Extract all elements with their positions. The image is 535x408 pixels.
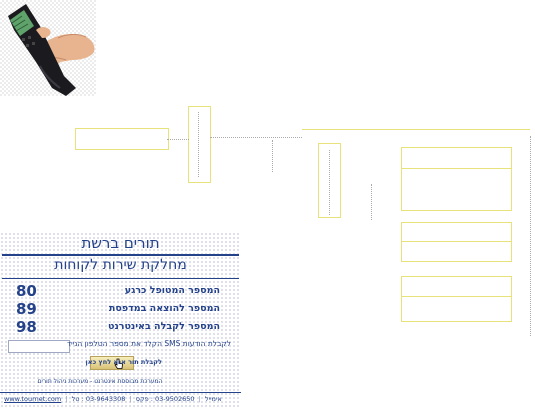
widget-title: תורים ברשת <box>81 234 160 252</box>
widget-footer: www.tournet.com | אימייל | 03-9502650 : … <box>4 395 222 403</box>
queue-label: המספר להוצאה במדפסת <box>108 303 220 314</box>
queue-label: המספר המטופל כרגע <box>124 285 220 296</box>
guide-line <box>329 150 330 215</box>
queue-label: המספר לקבלה באינטרנט <box>108 321 220 332</box>
placeholder-box <box>401 222 512 262</box>
subtitle-divider <box>2 278 239 279</box>
placeholder-box <box>75 128 169 150</box>
get-number-hint: לקבלת תור אנא לחץ כאן <box>85 358 162 366</box>
hand-holding-phone-image <box>8 4 95 96</box>
placeholder-box <box>401 276 512 322</box>
placeholder-column <box>188 106 211 183</box>
guide-line <box>371 184 372 220</box>
queue-row-internet: 98 המספר לקבלה באינטרנט <box>8 318 230 336</box>
sms-prompt: לקבלת הודעות SMS הקלד את מספר הטלפון הני… <box>66 339 231 348</box>
placeholder-box <box>401 147 512 211</box>
guide-line <box>198 112 199 177</box>
queue-widget: תורים ברשת מחלקת שירות לקוחות 80 המספר ה… <box>0 232 241 408</box>
guide-line <box>210 137 302 138</box>
placeholder-rule <box>401 241 511 242</box>
placeholder-rule <box>401 296 511 297</box>
system-note: המערכת מבוססת אינטרנט - מערכות ניהול תור… <box>37 378 163 385</box>
fax-number: 03-9502650 : פקס <box>135 395 195 403</box>
guide-line <box>167 139 189 140</box>
queue-row-current: 80 המספר המטופל כרגע <box>8 282 230 300</box>
queue-number: 89 <box>16 300 37 318</box>
queue-row-printer: 89 המספר להוצאה במדפסת <box>8 300 230 318</box>
website-link[interactable]: www.tournet.com <box>4 395 62 403</box>
placeholder-rule <box>302 129 530 130</box>
guide-line <box>530 136 531 336</box>
mobile-phone-input[interactable] <box>8 340 70 353</box>
hand-cursor-icon <box>114 358 123 369</box>
widget-pattern <box>0 232 241 408</box>
department-title: מחלקת שירות לקוחות <box>54 257 187 273</box>
placeholder-rule <box>401 168 511 169</box>
phone-number: 03-9643308 : טל <box>71 395 126 403</box>
queue-number: 98 <box>16 318 37 336</box>
title-divider <box>2 254 239 256</box>
email-label: אימייל <box>204 395 222 403</box>
queue-number: 80 <box>16 282 37 300</box>
get-queue-number-button[interactable] <box>90 356 134 370</box>
guide-line <box>272 140 273 172</box>
placeholder-column <box>318 143 341 218</box>
footer-divider <box>0 392 241 393</box>
